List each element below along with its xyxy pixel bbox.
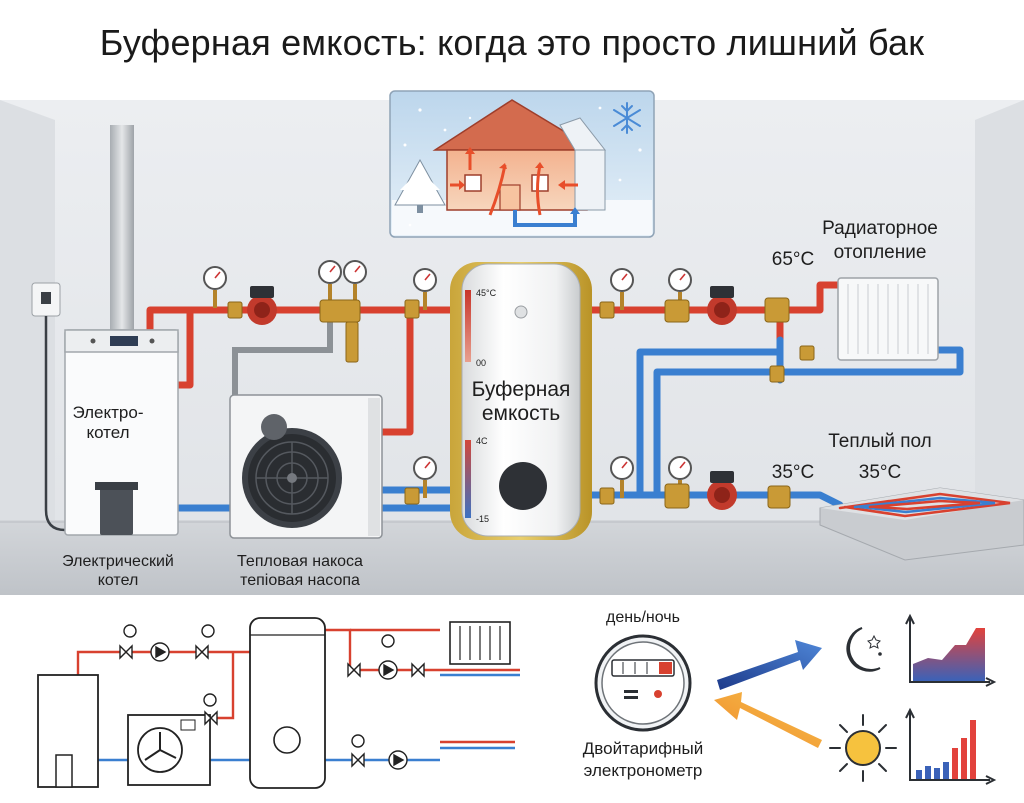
radiator-label-line1: Радиаторное bbox=[822, 218, 938, 239]
meter-bottom-label-line1: Двойтарифный bbox=[583, 739, 703, 758]
caption-heat-pump-line2: тепiовая насопа bbox=[240, 572, 360, 589]
heat-pump-gray-pipe bbox=[232, 310, 333, 395]
wall-socket bbox=[31, 282, 66, 532]
radiator-temp: 65°C bbox=[772, 249, 814, 270]
boiler-label-line2: котел bbox=[86, 423, 129, 442]
circulation-pumps bbox=[247, 286, 737, 510]
day-consumption-chart-icon bbox=[905, 707, 997, 785]
caption-boiler-line2: котел bbox=[98, 572, 139, 589]
tank-scale-bottom-max: 4C bbox=[476, 436, 488, 446]
snowflake-icon bbox=[613, 102, 641, 134]
tank-scale-top-min: 00 bbox=[476, 358, 486, 368]
arrow-from-day-icon bbox=[714, 692, 822, 748]
meter-bottom-label-line2: электронометр bbox=[584, 761, 703, 780]
heat-pump-unit bbox=[229, 394, 383, 539]
tank-scale-top-max: 45°C bbox=[476, 288, 497, 298]
buffer-tank bbox=[450, 262, 592, 540]
floor-temp-left: 35°C bbox=[772, 462, 814, 483]
radiator bbox=[837, 277, 939, 361]
caption-heat-pump-line1: Тепловая накоса bbox=[237, 553, 363, 570]
boiler-label-line1: Электро- bbox=[72, 403, 143, 422]
tank-label-line1: Буферная bbox=[472, 378, 571, 401]
hydraulic-schematic bbox=[37, 617, 520, 789]
arrow-to-night-icon bbox=[717, 640, 822, 690]
floor-temp-right: 35°C bbox=[859, 462, 901, 483]
night-consumption-chart-icon bbox=[905, 613, 997, 687]
underfloor-heating bbox=[819, 487, 1024, 561]
moon-icon bbox=[846, 627, 882, 672]
brass-valves bbox=[227, 297, 815, 509]
house-illustration bbox=[389, 90, 655, 238]
meter-top-label: день/ночь bbox=[606, 609, 680, 626]
sun-icon bbox=[829, 714, 897, 782]
tank-label-line2: емкость bbox=[482, 402, 560, 425]
page-title: Буферная емкость: когда это просто лишни… bbox=[99, 22, 925, 63]
electric-boiler bbox=[64, 329, 179, 536]
tank-scale-bottom-min: -15 bbox=[476, 514, 489, 524]
caption-boiler-line1: Электрический bbox=[62, 553, 174, 570]
radiator-label-line2: отопление bbox=[834, 242, 927, 263]
two-tariff-meter bbox=[594, 634, 692, 732]
floor-label: Теплый пол bbox=[828, 431, 932, 452]
chimney-pipe bbox=[110, 125, 134, 340]
